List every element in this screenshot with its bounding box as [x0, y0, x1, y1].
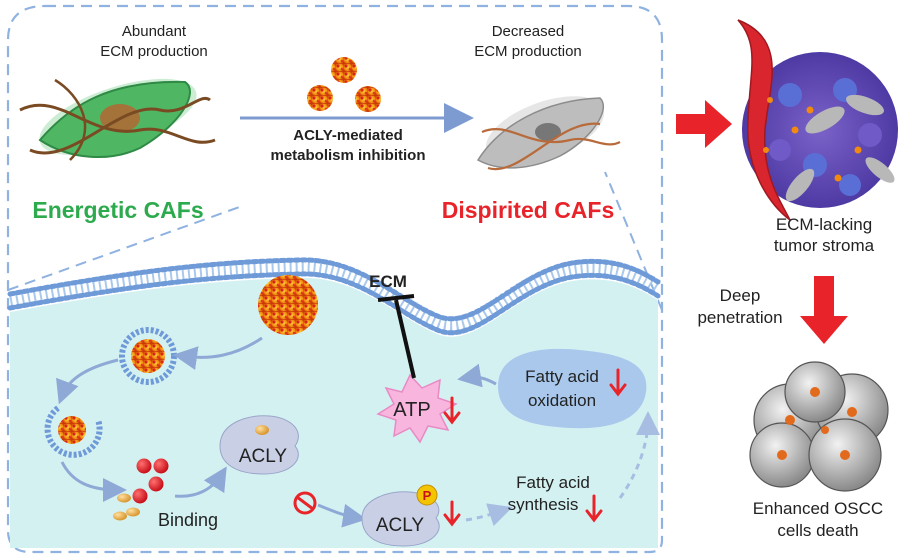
synthesis-to-oxidation-arrow — [618, 411, 660, 499]
atp-label: ATP — [393, 399, 430, 421]
fao-label-1: Fatty acid — [525, 367, 599, 386]
fas-label-1: Fatty acid — [516, 473, 590, 492]
dispirited-caf-icon — [476, 96, 621, 171]
dashed-frame — [6, 4, 664, 554]
cell-membrane — [7, 257, 663, 336]
inhibition-icon — [293, 491, 317, 515]
arrow-label-1: ACLY-mediated — [293, 127, 402, 144]
abundant-label-2: ECM production — [100, 43, 208, 60]
nanoparticle-cluster — [307, 57, 381, 112]
death-label-1: Enhanced OSCC — [753, 499, 883, 518]
dying-cells-icon — [749, 361, 889, 492]
decreased-label-2: ECM production — [474, 43, 582, 60]
phosphate-icon — [416, 484, 438, 506]
acly-enzyme-2 — [361, 484, 440, 547]
inhibit-arrow — [317, 503, 367, 528]
down-arrow-icon — [443, 396, 461, 425]
nanoparticle-icon — [258, 275, 318, 335]
ecm-inhibition-line — [394, 299, 416, 379]
zoom-line-right — [604, 171, 663, 311]
atp-burst — [376, 373, 458, 444]
drug-molecules-icon — [113, 458, 169, 521]
phosphate-label: P — [423, 488, 432, 503]
acly-enzyme-1 — [219, 415, 299, 475]
fao-label-2: oxidation — [528, 391, 596, 410]
fas-label-2: synthesis — [508, 495, 579, 514]
release-arrow — [56, 358, 119, 405]
to-synthesis-arrow — [465, 503, 513, 527]
death-label-2: cells death — [777, 521, 858, 540]
down-arrow-icon — [585, 494, 603, 523]
uptake-arrow — [173, 336, 263, 370]
down-arrow-icon — [443, 500, 461, 527]
decreased-label-1: Decreased — [492, 23, 565, 40]
stroma-label-1: ECM-lacking — [776, 215, 872, 234]
broken-endosome-icon — [44, 405, 103, 458]
zoom-line-left — [7, 204, 246, 291]
ecm-label: ECM — [369, 272, 407, 291]
payload-arrow — [60, 461, 127, 502]
stroma-label-2: tumor stroma — [774, 236, 875, 255]
acly-label-1: ACLY — [239, 446, 288, 467]
binding-arrow — [174, 466, 227, 498]
arrow-label-2: metabolism inhibition — [270, 147, 425, 164]
red-arrow-right — [676, 100, 732, 148]
down-arrow-icon — [609, 368, 627, 397]
red-arrow-down — [800, 276, 848, 344]
tumor-stroma-icon — [737, 19, 898, 221]
ecm-inhibition-bar — [377, 294, 415, 302]
energetic-cafs-title: Energetic CAFs — [32, 197, 203, 223]
deep-label-2: penetration — [697, 308, 782, 327]
dispirited-cafs-title: Dispirited CAFs — [442, 197, 615, 223]
oxidation-to-atp-arrow — [457, 363, 497, 388]
acly-label-2: ACLY — [376, 515, 425, 536]
abundant-label-1: Abundant — [122, 23, 187, 40]
energetic-caf-icon — [19, 78, 216, 161]
binding-label: Binding — [158, 510, 218, 530]
fao-compartment — [498, 348, 647, 429]
deep-label-1: Deep — [720, 286, 761, 305]
